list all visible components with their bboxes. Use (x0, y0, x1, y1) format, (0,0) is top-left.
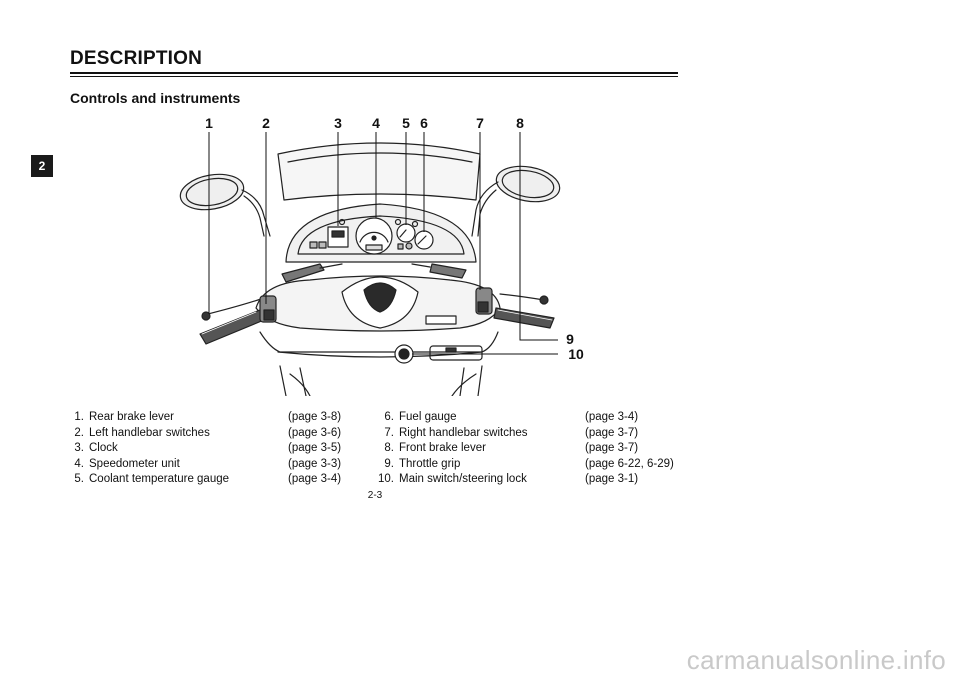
legend-number: 3. (74, 442, 84, 454)
callout-7: 7 (476, 115, 484, 131)
legend-number: 1. (74, 411, 84, 423)
legend-label: Right handlebar switches (399, 426, 528, 439)
legend-page-ref: (page 3-1) (585, 473, 639, 485)
legend-number: 8. (384, 442, 394, 454)
legend-label: Left handlebar switches (89, 426, 210, 439)
title-rule-thick (70, 72, 678, 74)
legend-page-ref: (page 3-7) (585, 442, 639, 454)
legend-number: 2. (74, 426, 84, 439)
callout-4: 4 (372, 115, 380, 131)
legend-number: 4. (74, 457, 84, 470)
legend-label: Front brake lever (399, 442, 486, 454)
callout-5: 5 (402, 115, 410, 131)
callout-10: 10 (568, 346, 584, 362)
left-mirror-icon (179, 173, 271, 237)
callout-9: 9 (566, 331, 574, 347)
legend-page-ref: (page 3-4) (288, 473, 342, 485)
legend-number: 6. (384, 411, 394, 423)
right-mirror-icon (471, 165, 561, 237)
chapter-tab: 2 (31, 155, 53, 177)
legend-label: Throttle grip (399, 457, 461, 470)
title-rule-thin (70, 76, 678, 77)
legend-label: Coolant temperature gauge (89, 473, 230, 485)
legend-page-ref: (page 3-6) (288, 426, 342, 439)
legend-label: Clock (89, 442, 118, 454)
callout-8: 8 (516, 115, 524, 131)
subheading: Controls and instruments (70, 90, 241, 106)
callout-1: 1 (205, 115, 213, 131)
section-title: DESCRIPTION (70, 48, 203, 69)
legend-label: Rear brake lever (89, 411, 175, 423)
page-number: 2-3 (367, 490, 383, 501)
legend-page-ref: (page 3-4) (585, 411, 639, 423)
callout-2: 2 (262, 115, 270, 131)
legend-label: Speedometer unit (89, 457, 180, 470)
legend-page-ref: (page 3-3) (288, 457, 342, 470)
legend-number: 5. (74, 473, 84, 485)
leader-9 (519, 322, 558, 341)
legend-label: Fuel gauge (399, 411, 457, 423)
legend-label: Main switch/steering lock (399, 473, 527, 485)
controls-illustration: 1 2 3 4 5 6 7 8 9 10 (179, 115, 584, 396)
legend-number: 9. (384, 457, 394, 470)
legend-page-ref: (page 3-8) (288, 411, 342, 423)
legend-page-ref: (page 6-22, 6-29) (585, 457, 674, 470)
legend-page-ref: (page 3-7) (585, 426, 639, 439)
callout-6: 6 (420, 115, 428, 131)
watermark: carmanualsonline.info (686, 645, 946, 675)
legend-page-ref: (page 3-5) (288, 442, 342, 454)
callout-3: 3 (334, 115, 342, 131)
legend-number: 7. (384, 426, 394, 439)
legend-number: 10. (378, 473, 394, 485)
